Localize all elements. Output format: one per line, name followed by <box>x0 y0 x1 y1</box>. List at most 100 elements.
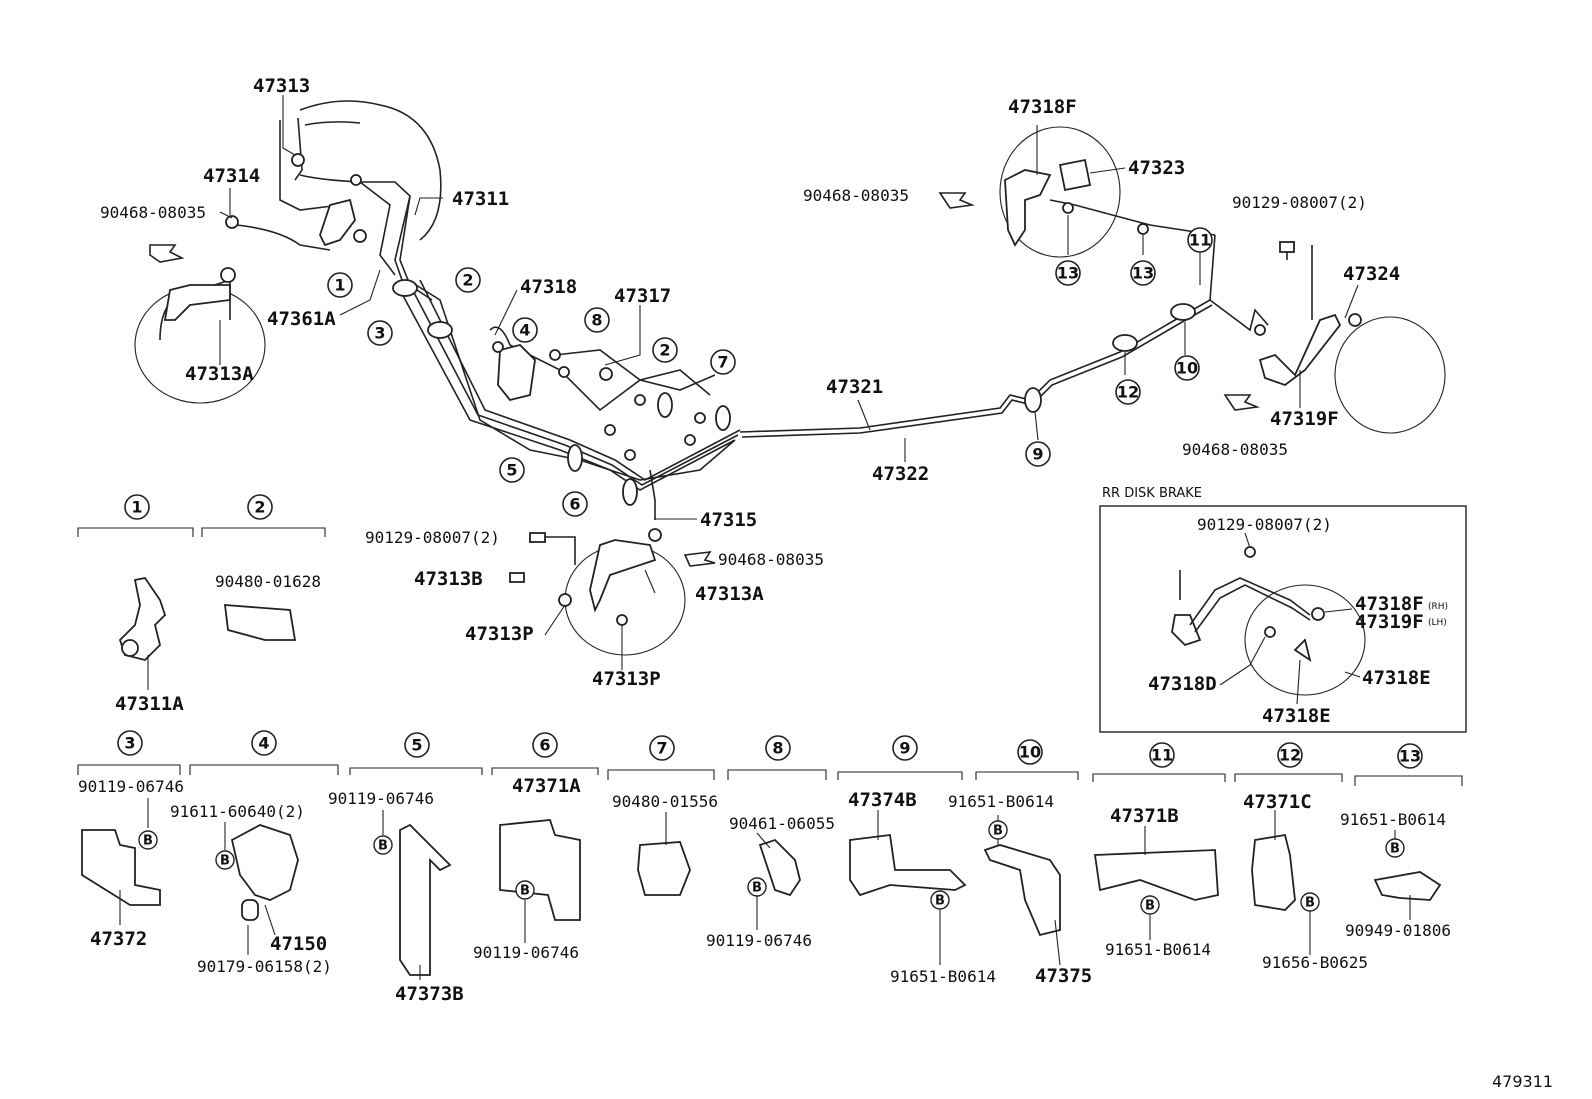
legend13-b: 90949-01806 <box>1345 921 1451 940</box>
label-47321: 47321 <box>826 376 883 398</box>
callout-circle <box>532 732 558 758</box>
label-90468-a: 90468-08035 <box>100 203 206 222</box>
bolt-b-marker <box>515 880 535 900</box>
proportioning-valve-area <box>489 326 716 520</box>
legend3-a: 90119-06746 <box>78 777 184 796</box>
rr-label-90129: 90129-08007(2) <box>1197 515 1332 534</box>
callout-number: 13 <box>1399 747 1421 766</box>
label-90129-b: 90129-08007(2) <box>1232 193 1367 212</box>
center-brake-assembly <box>509 528 716 656</box>
legend8-a: 90461-06055 <box>729 814 835 833</box>
label-47313P-b: 47313P <box>592 668 661 690</box>
label-47311: 47311 <box>452 188 509 210</box>
bolt-b-letter: B <box>1390 842 1400 857</box>
bolt-b-letter: B <box>378 839 388 854</box>
label-47313: 47313 <box>253 75 310 97</box>
label-47315: 47315 <box>700 509 757 531</box>
label-47317: 47317 <box>614 285 671 307</box>
rr-disk-brake-title: RR DISK BRAKE <box>1102 486 1202 501</box>
callout-number: 12 <box>1117 383 1139 402</box>
callout-number: 4 <box>519 321 530 340</box>
bolt-b-marker <box>373 835 393 855</box>
bolt-b-marker <box>1385 838 1405 858</box>
bolt-b-letter: B <box>143 834 153 849</box>
legend4-a: 91611-60640(2) <box>170 802 305 821</box>
label-90468-c: 90468-08035 <box>803 186 909 205</box>
legend-brackets <box>77 527 1463 786</box>
legend7-a: 90480-01556 <box>612 792 718 811</box>
callout-number: 6 <box>539 736 550 755</box>
legend5-a: 90119-06746 <box>328 789 434 808</box>
legend11-a: 47371B <box>1110 805 1179 827</box>
legend11-b: 91651-B0614 <box>1105 940 1211 959</box>
label-47313A-top: 47313A <box>185 363 254 385</box>
legend12-b: 91656-B0625 <box>1262 953 1368 972</box>
rr-label-47318E-b: 47318E <box>1262 705 1331 727</box>
legend4-c: 90179-06158(2) <box>197 957 332 976</box>
callout-number: 4 <box>258 734 269 753</box>
callout-circle <box>710 349 736 375</box>
bolt-b-letter: B <box>520 884 530 899</box>
callout-circle <box>455 267 481 293</box>
legend10-a: 91651-B0614 <box>948 792 1054 811</box>
label-47322: 47322 <box>872 463 929 485</box>
rr-disk-brake-inset <box>1099 505 1467 733</box>
callout-circle <box>404 732 430 758</box>
callout-circle <box>367 320 393 346</box>
label-90468-d: 90468-08035 <box>1182 440 1288 459</box>
legend13-a: 91651-B0614 <box>1340 810 1446 829</box>
rr-label-rh: (RH) <box>1428 602 1448 612</box>
callout-circle <box>1130 260 1156 286</box>
callout-circle <box>1025 441 1051 467</box>
bolt-b-marker <box>930 890 950 910</box>
callout-number: 9 <box>899 739 910 758</box>
callout-circle <box>562 491 588 517</box>
legend6-b: 90119-06746 <box>473 943 579 962</box>
callout-circle <box>649 735 675 761</box>
callout-number: 1 <box>334 276 345 295</box>
callout-circle <box>892 735 918 761</box>
callout-circle <box>1174 355 1200 381</box>
rr-label-47318F: 47318F <box>1355 593 1424 615</box>
rr-label-47318E-a: 47318E <box>1362 667 1431 689</box>
legend1-part: 47311A <box>115 693 184 715</box>
front-left-brake-assembly <box>134 100 736 481</box>
callout-number: 13 <box>1132 264 1154 283</box>
callout-circle <box>247 494 273 520</box>
bolt-b-marker <box>988 820 1008 840</box>
callout-number: 7 <box>656 739 667 758</box>
label-47313B: 47313B <box>414 568 483 590</box>
callout-circle <box>512 317 538 343</box>
legend4-b: 47150 <box>270 933 327 955</box>
legend5-b: 47373B <box>395 983 464 1005</box>
bolt-b-marker <box>747 877 767 897</box>
callout-circle <box>499 457 525 483</box>
bolt-b-marker <box>1300 892 1320 912</box>
label-90468-b: 90468-08035 <box>718 550 824 569</box>
callout-circle <box>584 307 610 333</box>
callout-circle <box>117 730 143 756</box>
legend8-b: 90119-06746 <box>706 931 812 950</box>
label-47324: 47324 <box>1343 263 1400 285</box>
rear-right-brake-assembly <box>938 126 1446 434</box>
callout-number: 3 <box>124 734 135 753</box>
rr-label-47318D: 47318D <box>1148 673 1217 695</box>
legend2-part: 90480-01628 <box>215 572 321 591</box>
callout-number: 1 <box>131 498 142 517</box>
bolt-b-letter: B <box>752 881 762 896</box>
callout-circle <box>652 337 678 363</box>
callout-number: 2 <box>659 341 670 360</box>
callout-circle <box>1017 739 1043 765</box>
legend12-a: 47371C <box>1243 791 1312 813</box>
legend6-a: 47371A <box>512 775 581 797</box>
callout-number: 12 <box>1279 746 1301 765</box>
callout-circle <box>765 735 791 761</box>
callout-number: 2 <box>254 498 265 517</box>
leader-lines <box>119 95 1411 980</box>
legend-part-sketches <box>81 577 1442 976</box>
label-47314: 47314 <box>203 165 260 187</box>
main-brake-lines <box>392 199 1269 506</box>
